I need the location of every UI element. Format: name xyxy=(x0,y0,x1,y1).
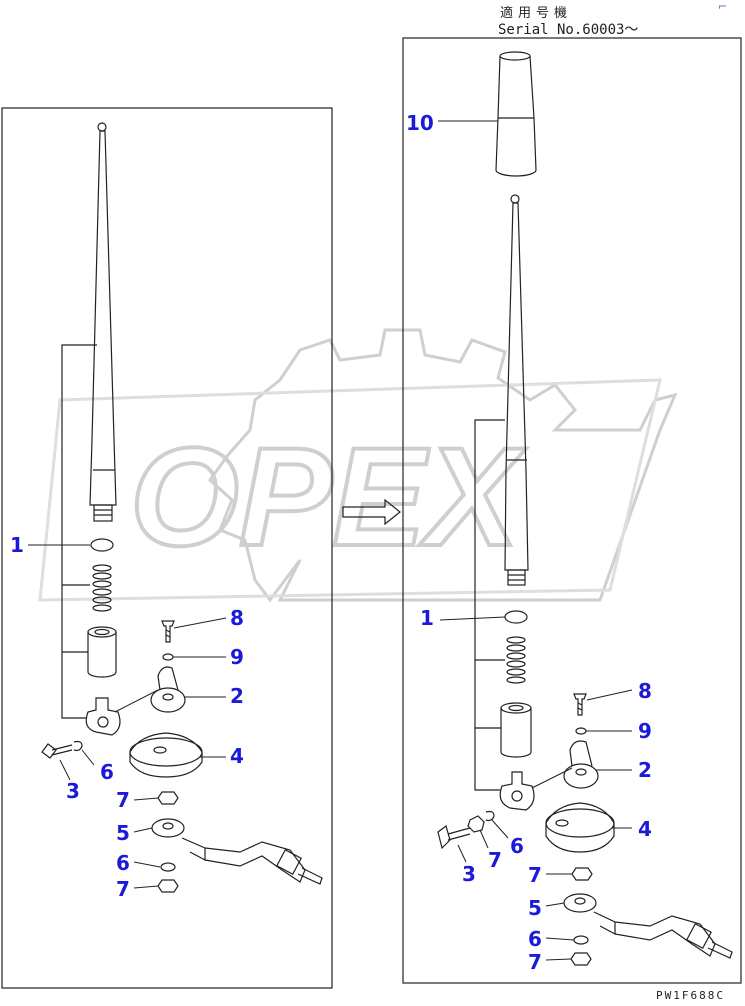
left-o-ring xyxy=(90,538,114,552)
right-lockwasher-6 xyxy=(485,810,495,822)
right-spring xyxy=(506,636,526,684)
right-wingbolt-3 xyxy=(437,824,451,850)
left-leader-lines xyxy=(28,544,227,889)
left-callout-4: 4 xyxy=(230,744,244,768)
right-nut-7-upper xyxy=(571,867,593,881)
right-nut-7-small xyxy=(467,815,485,833)
left-antenna-rod xyxy=(89,130,117,506)
right-cover-4 xyxy=(545,802,615,853)
left-washer-6-lower xyxy=(160,862,176,872)
right-cap-10 xyxy=(495,55,537,177)
left-cover-4 xyxy=(129,732,203,778)
left-washer-9 xyxy=(162,653,174,661)
left-cable-5 xyxy=(151,818,323,885)
transition-arrow xyxy=(342,498,401,526)
right-callout-6-lower: 6 xyxy=(528,927,542,951)
right-bolt-8 xyxy=(573,693,587,716)
right-kit-bracket xyxy=(474,419,505,791)
right-callout-7-lower: 7 xyxy=(528,950,542,974)
applicable-serial-label: 適用号機 xyxy=(500,6,573,21)
left-callout-6-lower: 6 xyxy=(116,851,130,875)
right-callout-10: 10 xyxy=(406,111,434,135)
left-bolt-8 xyxy=(161,620,175,643)
left-callout-2: 2 xyxy=(230,684,244,708)
left-nut-7-lower xyxy=(157,879,179,893)
right-washer-6-lower xyxy=(573,935,589,945)
right-cable-5 xyxy=(563,893,733,959)
left-callout-3: 3 xyxy=(66,779,80,803)
left-callout-6: 6 xyxy=(100,760,114,784)
left-sleeve xyxy=(87,632,117,678)
left-lockwasher-6 xyxy=(73,740,83,752)
left-callout-8: 8 xyxy=(230,606,244,630)
right-callout-7: 7 xyxy=(528,863,542,887)
right-callout-2: 2 xyxy=(638,758,652,782)
right-antenna-rod xyxy=(504,202,529,571)
left-antenna-assembly xyxy=(41,122,323,893)
left-kit-bracket xyxy=(61,344,97,719)
left-callout-1: 1 xyxy=(10,533,24,557)
right-callout-6: 6 xyxy=(510,834,524,858)
right-callout-9: 9 xyxy=(638,719,652,743)
right-callout-7-small: 7 xyxy=(488,848,502,872)
left-antenna-thread xyxy=(93,504,113,522)
watermark-text: OPEX xyxy=(130,418,527,575)
right-callout-8: 8 xyxy=(638,679,652,703)
left-swivel-base xyxy=(85,697,121,736)
right-callout-3: 3 xyxy=(462,862,476,886)
right-bracket-2 xyxy=(569,740,593,767)
opex-watermark xyxy=(38,328,678,603)
right-sleeve xyxy=(500,708,532,758)
right-o-ring xyxy=(504,610,528,624)
left-callout-9: 9 xyxy=(230,645,244,669)
left-bracket-2 xyxy=(157,666,179,691)
corner-mark: ⌐ xyxy=(718,0,728,13)
left-panel-frame xyxy=(1,107,333,989)
right-leader-lines xyxy=(438,120,633,961)
right-callout-4: 4 xyxy=(638,817,652,841)
right-callout-5: 5 xyxy=(528,896,542,920)
drawing-code: PW1F688C xyxy=(656,989,725,1002)
right-antenna-tip xyxy=(510,194,520,204)
right-callout-1: 1 xyxy=(420,606,434,630)
left-antenna-tip xyxy=(97,122,107,132)
left-bolt-3 xyxy=(41,743,57,759)
right-antenna-thread xyxy=(507,569,526,586)
right-washer-9 xyxy=(575,727,587,735)
right-antenna-assembly xyxy=(437,51,733,966)
left-callout-7-lower: 7 xyxy=(116,877,130,901)
serial-number-range: Serial No.60003～ xyxy=(498,22,639,38)
left-nut-7-upper xyxy=(157,791,179,805)
right-nut-7-lower xyxy=(570,952,592,966)
left-callout-7: 7 xyxy=(116,788,130,812)
left-spring xyxy=(92,564,112,612)
right-panel-frame xyxy=(402,37,742,984)
left-callout-5: 5 xyxy=(116,821,130,845)
